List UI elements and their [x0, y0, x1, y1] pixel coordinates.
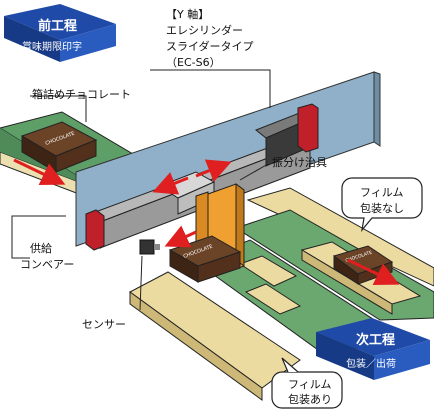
- prev-process-title: 前工程: [38, 18, 77, 34]
- next-process-badge: 次工程 包装／出荷: [316, 318, 430, 380]
- push-arrow-left: [164, 225, 197, 248]
- bubble-no-film-line1: フィルム: [360, 186, 404, 199]
- actuator-label-line4: （EC-S6）: [166, 56, 221, 69]
- leader-lines: [11, 69, 271, 311]
- prev-process-subtitle: 賞味期限印字: [22, 40, 82, 53]
- actuator-label-line3: スライダータイプ: [166, 39, 254, 53]
- next-process-subtitle: 包装／出荷: [346, 357, 396, 370]
- label-sensor: センサー: [82, 318, 126, 331]
- travel-arrow-left: [152, 172, 189, 195]
- label-supply-line2: コンベアー: [20, 258, 74, 271]
- bubble-no-film-line2: 包装なし: [360, 202, 404, 215]
- bubble-with-film: フィルム 包装あり: [271, 357, 343, 409]
- actuator-label-line2: エレシリンダー: [166, 23, 243, 37]
- actuator-label-line1: 【Y 軸】: [166, 7, 209, 21]
- actuator-label: 【Y 軸】 エレシリンダー スライダータイプ （EC-S6）: [166, 7, 254, 69]
- label-supply-line1: 供給: [30, 241, 52, 255]
- chocolate-box-jig: CHOCOLATE: [168, 235, 242, 283]
- next-process-title: 次工程: [356, 332, 395, 348]
- output-arrow: [347, 258, 400, 286]
- feed-arrow: [13, 158, 66, 186]
- prev-process-badge: 前工程 賞味期限印字: [4, 4, 116, 62]
- sensor: [139, 239, 160, 255]
- bubble-with-film-line2: 包装あり: [288, 393, 332, 406]
- label-sorting-jig: 振分け治具: [272, 155, 327, 169]
- bubble-no-film: フィルム 包装なし: [341, 177, 423, 233]
- label-chocolate-box: 箱詰めチョコレート: [32, 87, 131, 101]
- travel-arrow-right: [195, 159, 232, 182]
- bubble-with-film-line1: フィルム: [288, 378, 332, 391]
